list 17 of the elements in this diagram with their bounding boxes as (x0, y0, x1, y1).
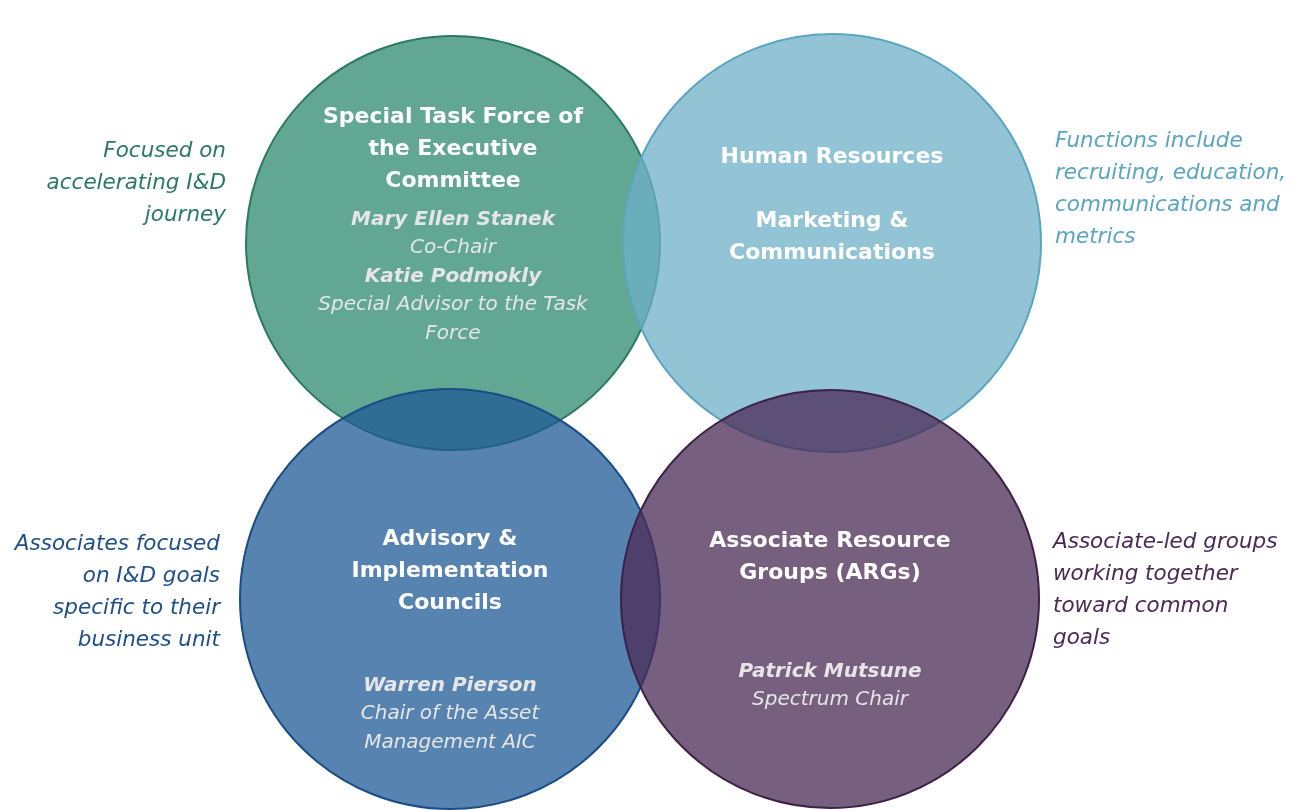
circle-heading: Advisory & Implementation Councils (350, 524, 550, 616)
side-note: Associate-led groups working together toward common goals (1053, 527, 1279, 651)
circle-heading: Human Resources (720, 142, 944, 170)
person-name: Warren Pierson (363, 671, 537, 698)
side-note: Focused on accelerating I&D journey (45, 136, 226, 228)
circle-heading: Special Task Force of the Executive Committee (322, 102, 585, 194)
person-role: Co-Chair (409, 233, 497, 260)
person-role: Chair of the Asset Management AIC (359, 699, 541, 755)
person-name: Katie Podmokly (364, 262, 542, 289)
side-note: Functions include recruiting, education, communications and metrics (1055, 126, 1288, 250)
person-name: Patrick Mutsune (738, 657, 922, 684)
person-name: Mary Ellen Stanek (351, 205, 555, 232)
person-role: Spectrum Chair (752, 685, 908, 712)
person-role: Special Advisor to the Task Force (317, 290, 589, 346)
circle-heading: Marketing & Communications (728, 206, 936, 266)
circle-heading: Associate Resource Groups (ARGs) (708, 526, 952, 586)
side-note: Associates focused on I&D goals specific to their business unit (13, 529, 220, 653)
